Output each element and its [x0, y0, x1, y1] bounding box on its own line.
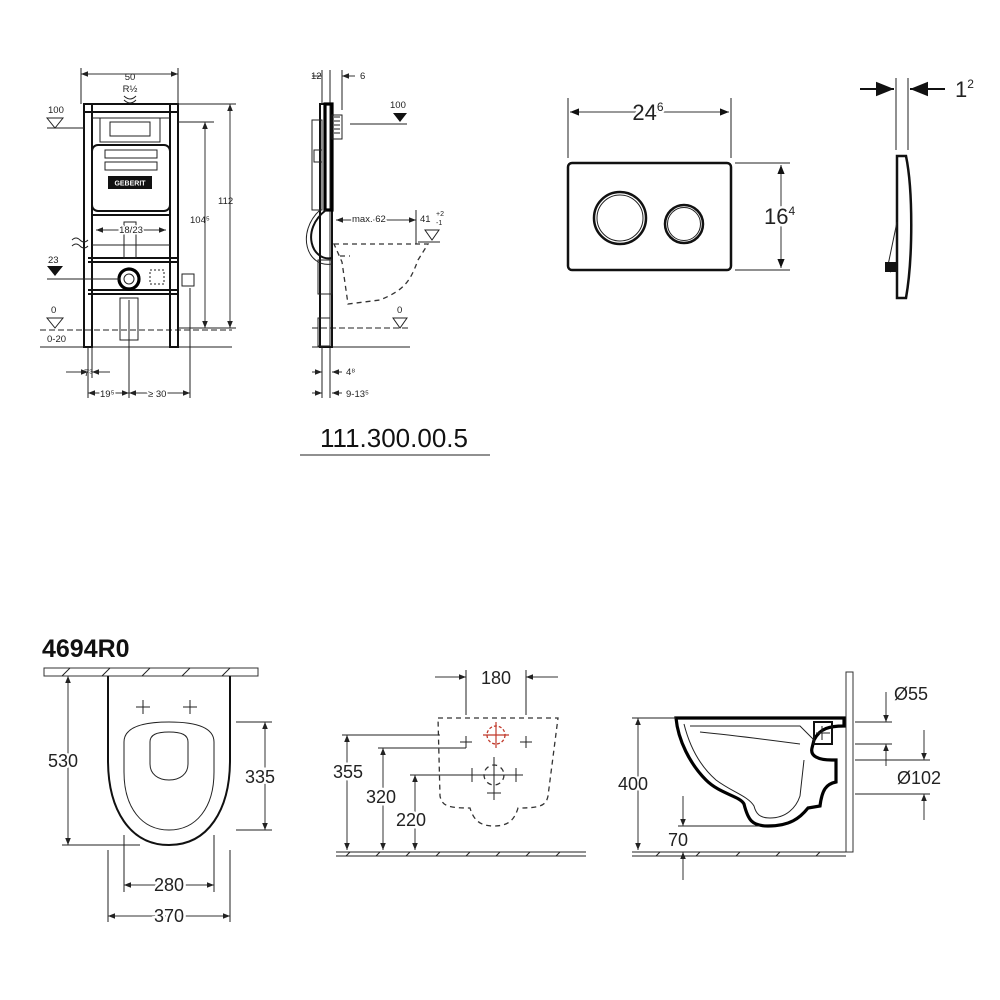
bowl-top-length: 530 [48, 751, 78, 771]
bowl-top-inner-width: 280 [154, 875, 184, 895]
side-level-zero: 0 [397, 305, 402, 316]
frame-level-mid: 23 [48, 255, 59, 266]
bowl-side-outlet-a: Ø55 [894, 684, 928, 704]
bowl-rear-h2: 320 [366, 787, 396, 807]
bowl-side-outlet-b: Ø102 [897, 768, 941, 788]
flush-plate [566, 161, 733, 272]
frame-level-zero: 0 [51, 305, 56, 316]
side-max-projection: max. 62 [352, 214, 386, 225]
bowl-top-inner-length: 335 [245, 767, 275, 787]
side-depth-top-b: 6 [360, 71, 365, 82]
flush-button-small [663, 203, 705, 245]
bowl-top-view: 530 335 280 370 [43, 667, 278, 929]
bowl-model-code: 4694R0 [42, 635, 130, 663]
frame-width-dim: 50 [125, 72, 136, 83]
flush-plate-front-view: 246 164 [566, 98, 798, 272]
side-tolerance-plus: +2 [436, 211, 444, 218]
bowl-rear-view: 180 355 320 220 [331, 668, 586, 857]
side-level-top: 100 [390, 100, 406, 111]
side-seat-level: 41 [420, 214, 431, 225]
frame-height-inner: 104⁵ [190, 215, 210, 226]
frame-thread-label: R½ [123, 84, 138, 95]
plate-height-dim: 164 [764, 204, 795, 229]
plate-width-dim: 246 [632, 100, 663, 125]
bowl-rear-fixing-spacing: 180 [481, 668, 511, 688]
bowl-rear-h1: 355 [333, 762, 363, 782]
bowl-side-height: 400 [618, 774, 648, 794]
bowl-rear-h3: 220 [396, 810, 426, 830]
frame-height-total: 112 [218, 196, 233, 207]
frame-level-top: 100 [48, 105, 64, 116]
frame-offset-bottom-left: 19⁵ [100, 389, 115, 400]
bowl-top-outer-width: 370 [154, 906, 184, 926]
frame-front-view: GEBERIT 50 R½ 100 23 0 [40, 68, 236, 402]
plate-depth-dim: 12 [955, 77, 974, 102]
frame-pipe-label: 18/23 [119, 225, 143, 236]
bowl-side-view: 400 70 Ø55 Ø102 [616, 671, 944, 880]
flush-plate-side-view: 12 [860, 77, 974, 300]
frame-side-view: 12 6 100 max. 62 41 +2 -1 0 4⁸ 9-13⁵ [305, 70, 444, 400]
side-wall-range: 9-13⁵ [346, 389, 369, 400]
flush-plate-profile [895, 154, 913, 300]
flush-button-large [592, 190, 648, 246]
frame-brand-label: GEBERIT [114, 181, 146, 188]
side-depth-top-a: 12 [311, 71, 322, 82]
frame-offset-bottom-right: ≥ 30 [148, 389, 166, 400]
side-tolerance-minus: -1 [436, 220, 442, 227]
frame-level-range: 0-20 [47, 334, 66, 345]
frame-offset-left: 7³ [84, 368, 92, 379]
article-number: 111.300.00.5 [320, 423, 468, 453]
bowl-side-offset: 70 [668, 830, 688, 850]
side-wall-offset: 4⁸ [346, 367, 355, 378]
